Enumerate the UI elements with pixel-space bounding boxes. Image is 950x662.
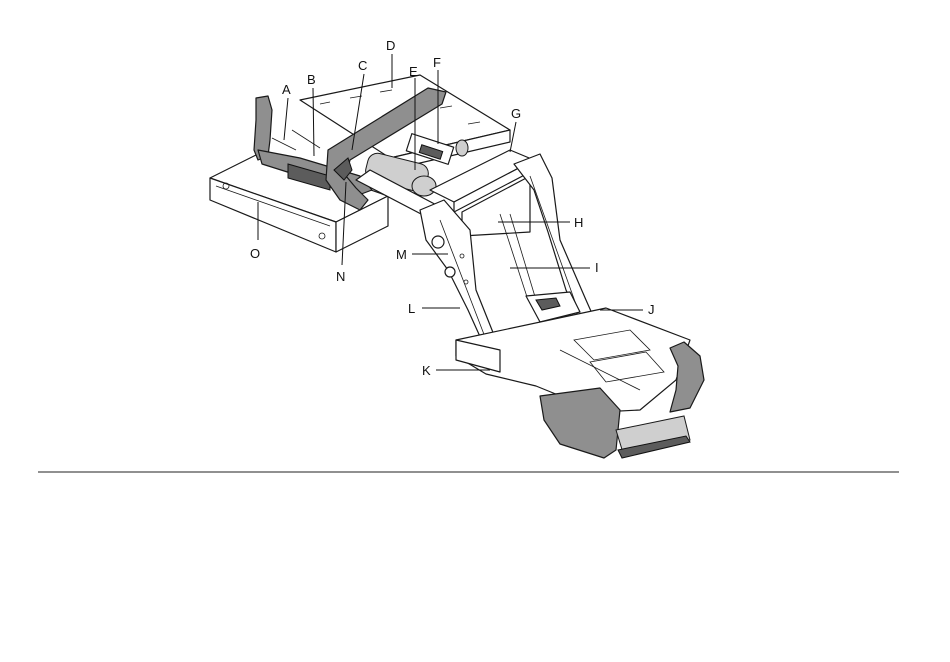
callout-label-d: D (386, 38, 395, 53)
callout-label-n: N (336, 269, 345, 284)
callout-label-k: K (422, 363, 431, 378)
callout-label-b: B (307, 72, 316, 87)
callout-label-f: F (433, 55, 441, 70)
callout-label-i: I (595, 260, 599, 275)
callout-label-c: C (358, 58, 367, 73)
callout-label-o: O (250, 246, 260, 261)
callout-label-h: H (574, 215, 583, 230)
callout-label-m: M (396, 247, 407, 262)
callout-label-g: G (511, 106, 521, 121)
callout-label-j: J (648, 302, 655, 317)
callout-label-l: L (408, 301, 415, 316)
callout-label-a: A (282, 82, 291, 97)
callout-label-e: E (409, 64, 418, 79)
